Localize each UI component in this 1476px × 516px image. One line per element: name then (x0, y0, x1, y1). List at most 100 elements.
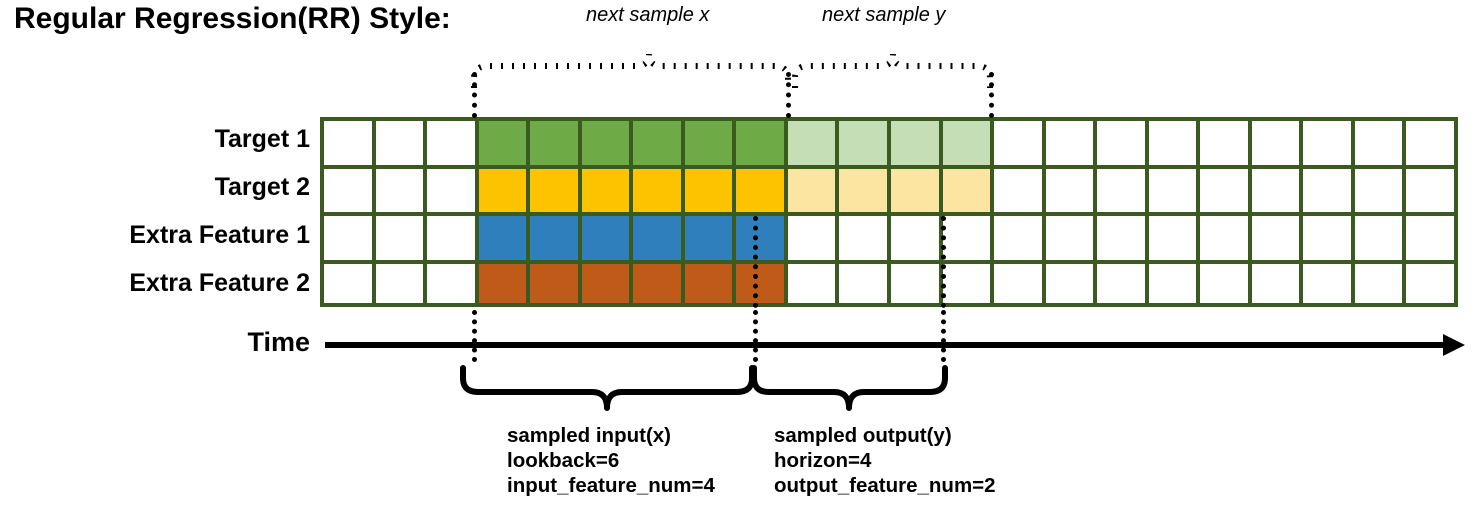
grid-cell-empty (990, 212, 1042, 260)
grid-cell-output (887, 164, 939, 212)
annotation-next-sample-x: next sample x (586, 4, 710, 26)
page-title: Regular Regression(RR) Style: (14, 2, 451, 35)
grid-cell-input (474, 212, 527, 260)
caption-output-line2: horizon=4 (774, 449, 872, 472)
grid-cell-empty (1299, 212, 1351, 260)
caption-input-line3: input_feature_num=4 (507, 474, 715, 497)
caption-input-line2: lookback=6 (507, 449, 620, 472)
timeline-grid (320, 117, 1459, 307)
grid-cell-empty (783, 212, 836, 260)
grid-cell-input (474, 164, 527, 212)
grid-cell-input (577, 117, 630, 165)
grid-cell-empty (1144, 259, 1197, 307)
timeline-row (320, 212, 1459, 260)
grid-cell-empty (1041, 259, 1094, 307)
grid-cell-empty (1247, 117, 1300, 165)
time-axis-line (325, 342, 1451, 348)
guide-line-input-start-upper (472, 72, 477, 118)
grid-cell-empty (1402, 164, 1459, 212)
dotted-brace-next-sample-y (792, 53, 993, 88)
grid-cell-empty (1196, 212, 1248, 260)
grid-cell-input (629, 259, 681, 307)
timeline-row (320, 259, 1459, 307)
grid-cell-empty (320, 259, 372, 307)
grid-cell-empty (1196, 117, 1248, 165)
grid-cell-input (526, 259, 578, 307)
grid-cell-input (680, 212, 733, 260)
row-label-extra-feature-1: Extra Feature 1 (129, 221, 310, 249)
grid-cell-empty (835, 212, 888, 260)
grid-cell-empty (320, 164, 372, 212)
grid-cell-empty (938, 259, 991, 307)
caption-sampled-input: sampled input(x) lookback=6 input_featur… (507, 423, 715, 498)
grid-cell-empty (1402, 117, 1459, 165)
grid-cell-empty (320, 212, 372, 260)
grid-cell-empty (371, 164, 424, 212)
grid-cell-empty (1041, 212, 1094, 260)
grid-cell-empty (938, 212, 991, 260)
grid-cell-input (577, 259, 630, 307)
grid-cell-empty (1144, 164, 1197, 212)
grid-cell-empty (1402, 212, 1459, 260)
grid-cell-empty (1299, 259, 1351, 307)
grid-cell-output (783, 117, 836, 165)
grid-cell-empty (887, 212, 939, 260)
grid-cell-empty (1093, 117, 1145, 165)
annotation-next-sample-y: next sample y (822, 4, 946, 26)
grid-cell-empty (423, 117, 475, 165)
grid-cell-empty (1144, 212, 1197, 260)
grid-cell-output (938, 164, 991, 212)
grid-cell-input (577, 212, 630, 260)
grid-cell-empty (1350, 259, 1403, 307)
grid-cell-empty (1041, 164, 1094, 212)
caption-sampled-output: sampled output(y) horizon=4 output_featu… (774, 423, 996, 498)
caption-output-line3: output_feature_num=2 (774, 474, 996, 497)
timeline-row (320, 117, 1459, 165)
grid-cell-input (732, 164, 784, 212)
grid-cell-output (835, 117, 888, 165)
grid-cell-output (783, 164, 836, 212)
grid-cell-empty (1144, 117, 1197, 165)
grid-cell-empty (423, 164, 475, 212)
grid-cell-empty (1299, 164, 1351, 212)
grid-cell-input (732, 259, 784, 307)
grid-cell-input (577, 164, 630, 212)
grid-cell-empty (1247, 212, 1300, 260)
guide-line-y-end-upper (989, 72, 994, 118)
solid-brace-sampled-output (751, 365, 948, 411)
grid-cell-empty (1093, 259, 1145, 307)
grid-cell-input (732, 212, 784, 260)
grid-cell-empty (1196, 259, 1248, 307)
guide-line-features-right-row3 (753, 216, 758, 308)
guide-line-output-right-rows34 (941, 216, 946, 308)
time-axis-arrow-icon (1443, 334, 1465, 356)
grid-cell-empty (1350, 212, 1403, 260)
row-label-target-2: Target 2 (214, 173, 310, 201)
grid-cell-input (474, 117, 527, 165)
grid-cell-output (887, 117, 939, 165)
grid-cell-empty (887, 259, 939, 307)
grid-cell-empty (423, 259, 475, 307)
solid-brace-sampled-input (460, 365, 755, 411)
guide-line-input-start (472, 310, 477, 362)
grid-cell-input (526, 117, 578, 165)
grid-cell-empty (320, 117, 372, 165)
grid-cell-input (526, 212, 578, 260)
grid-cell-empty (1299, 117, 1351, 165)
grid-cell-empty (1350, 164, 1403, 212)
grid-cell-empty (990, 259, 1042, 307)
grid-cell-input (474, 259, 527, 307)
grid-cell-empty (423, 212, 475, 260)
grid-cell-empty (371, 259, 424, 307)
grid-cell-empty (1350, 117, 1403, 165)
grid-cell-empty (1247, 259, 1300, 307)
grid-cell-empty (835, 259, 888, 307)
time-axis-label: Time (247, 327, 310, 357)
grid-cell-empty (1402, 259, 1459, 307)
dotted-brace-next-sample-x (471, 53, 791, 88)
row-label-extra-feature-2: Extra Feature 2 (129, 269, 310, 297)
grid-cell-input (680, 164, 733, 212)
grid-cell-input (629, 164, 681, 212)
grid-cell-empty (1093, 164, 1145, 212)
